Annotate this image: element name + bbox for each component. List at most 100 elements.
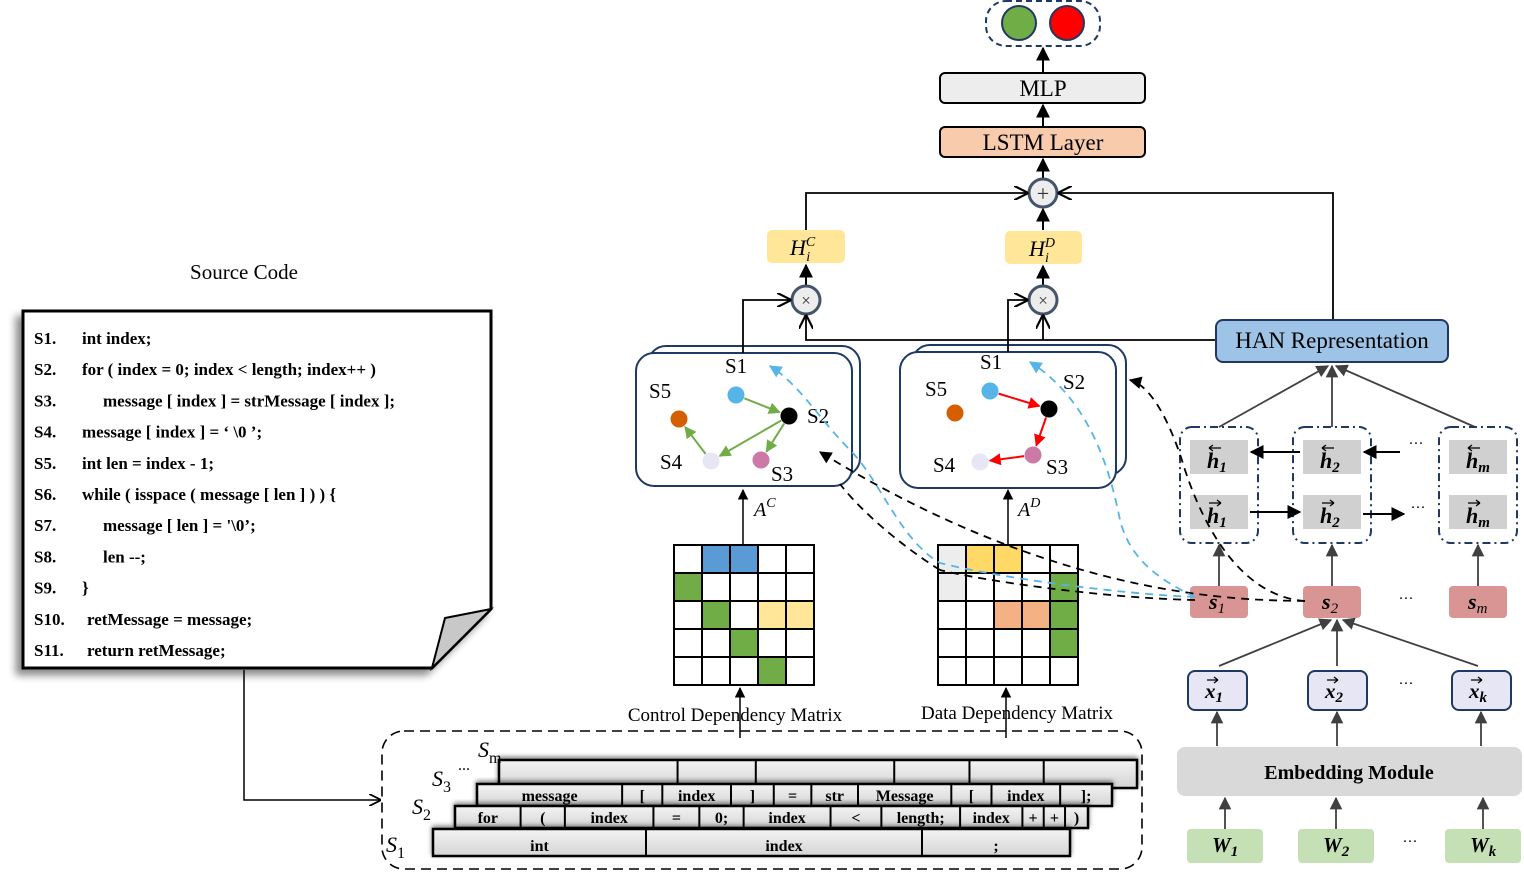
multiply-control-node	[790, 284, 822, 316]
token: =	[788, 788, 797, 805]
token: =	[672, 810, 681, 827]
ellipsis: ···	[1403, 834, 1418, 850]
word-box-2	[1298, 829, 1374, 863]
graph-edge-s2-s3	[1034, 417, 1047, 447]
token: for	[478, 810, 498, 827]
graph-edge-s2-s4	[718, 419, 782, 457]
code-line-label: S3.	[34, 391, 56, 410]
code-line-text: while ( isspace ( message [ len ] ) ) {	[82, 485, 336, 504]
token: ;	[993, 838, 998, 855]
add-operator-symbol: +	[1037, 181, 1049, 206]
word-label: W2	[1323, 833, 1350, 860]
token: )	[1074, 810, 1079, 827]
token: Message	[876, 788, 934, 805]
vector-arrow-accent-icon	[1207, 676, 1219, 684]
mlp-box	[939, 72, 1146, 104]
token-stack-frame	[381, 730, 1143, 870]
graph-node-s2	[1040, 400, 1058, 418]
sentence-box-3	[1449, 586, 1507, 618]
graph-node-s5	[670, 410, 688, 428]
ellipsis: ···	[1411, 500, 1426, 516]
matrix-cell	[729, 656, 759, 686]
adjacency-control-label: AC	[752, 496, 776, 521]
embedding-module-label: Embedding Module	[1264, 762, 1434, 784]
s1-to-control-s1-dashed	[768, 365, 1196, 598]
matrix-cell	[1021, 600, 1051, 630]
token: [	[969, 788, 974, 805]
code-line-label: S4.	[34, 423, 56, 442]
embedding-box-1	[1187, 670, 1248, 711]
graph-node-label: S1	[980, 350, 1002, 374]
graph-node-s1	[981, 382, 999, 400]
token: index	[1007, 788, 1044, 805]
forward-hidden-label: hm	[1466, 503, 1490, 531]
embedding-label: x2	[1324, 679, 1344, 706]
code-line-text: retMessage = message;	[87, 610, 252, 629]
token-row-bar	[431, 827, 1072, 858]
source-code-document	[21, 309, 495, 672]
token: +	[1050, 810, 1059, 827]
han-to-add-connector	[1059, 193, 1334, 320]
matrix-cell	[1021, 628, 1051, 658]
backward-hidden-box	[1190, 440, 1248, 474]
matrix-cell	[701, 544, 731, 574]
graph-node-s3	[1024, 446, 1042, 464]
forward-hidden-box	[1190, 495, 1248, 529]
matrix-cell	[785, 572, 815, 602]
word-box-3	[1445, 829, 1521, 863]
token: ];	[1081, 788, 1092, 805]
code-line-label: S6.	[34, 485, 56, 504]
matrix-cell	[729, 572, 759, 602]
forward-hidden-box	[1303, 495, 1361, 529]
output-class-green	[1001, 5, 1037, 41]
code-line-label: S8.	[34, 547, 56, 566]
token-row-label: S3	[432, 766, 451, 796]
han-representation-box	[1215, 319, 1449, 363]
matrix-cell	[673, 600, 703, 630]
sentence-label: s1	[1208, 589, 1225, 617]
embedding-module-box	[1177, 747, 1522, 796]
han-representation-label: HAN Representation	[1235, 328, 1429, 353]
code-line-text: len --;	[103, 547, 146, 566]
matrix-cell	[965, 544, 995, 574]
graph-node-label: S3	[1046, 455, 1068, 479]
code-line-text: int len = index - 1;	[82, 454, 214, 473]
code-line-text: for ( index = 0; index < length; index++…	[82, 360, 376, 379]
token: 0;	[715, 810, 728, 827]
code-line-text: }	[82, 579, 89, 598]
matrix-cell	[1049, 544, 1079, 574]
matrix-cell	[757, 656, 787, 686]
sentence-box-2	[1303, 586, 1361, 618]
matrix-cell	[965, 600, 995, 630]
token: index	[765, 838, 802, 855]
ellipsis: ···	[1399, 676, 1414, 692]
token: index	[678, 788, 715, 805]
matrix-cell	[937, 656, 967, 686]
graph-node-s5	[946, 404, 964, 422]
control-graph-to-mul-connector	[742, 300, 790, 353]
sentence-label: sm	[1467, 589, 1488, 617]
matrix-cell	[993, 544, 1023, 574]
matrix-cell	[729, 628, 759, 658]
matrix-cell	[729, 600, 759, 630]
matrix-cell	[757, 544, 787, 574]
matrix-cell	[757, 572, 787, 602]
graph-node-label: S4	[933, 453, 956, 477]
token: index	[973, 810, 1010, 827]
matrix-cell	[673, 544, 703, 574]
graph-edge-s1-s2	[743, 397, 781, 414]
token-row-label: S2	[412, 794, 431, 824]
matrix-cell	[701, 656, 731, 686]
data-matrix-label: Data Dependency Matrix	[921, 703, 1114, 724]
matrix-cell	[701, 628, 731, 658]
lstm-layer-box	[939, 126, 1146, 158]
code-line-label: S2.	[34, 360, 56, 379]
multiply-control-symbol: ×	[801, 291, 811, 310]
graph-node-s2	[780, 407, 798, 425]
multiply-data-node	[1027, 284, 1059, 316]
